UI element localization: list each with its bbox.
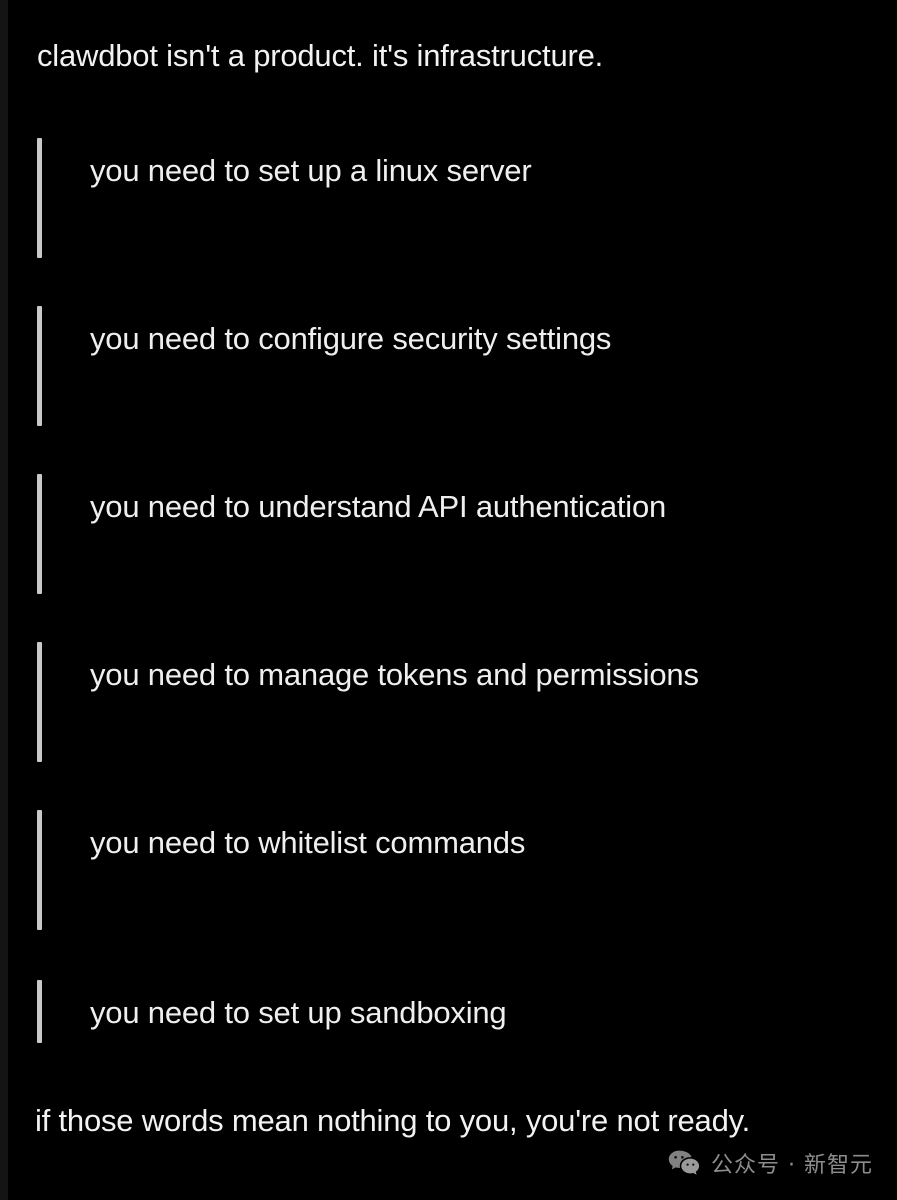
- quote-bar: [37, 810, 42, 930]
- list-item-label: you need to set up sandboxing: [90, 995, 507, 1030]
- quote-bar: [37, 306, 42, 426]
- page-title: clawdbot isn't a product. it's infrastru…: [37, 38, 604, 73]
- list-item-label: you need to manage tokens and permission…: [90, 657, 699, 692]
- list-item-label: you need to configure security settings: [90, 321, 612, 356]
- left-edge-gutter: [0, 0, 8, 1200]
- quote-bar: [37, 980, 42, 1043]
- quote-bar: [37, 138, 42, 258]
- closing-line: if those words mean nothing to you, you'…: [35, 1103, 751, 1138]
- list-item-label: you need to whitelist commands: [90, 825, 526, 860]
- watermark-label: 公众号 · 新智元: [711, 1153, 873, 1178]
- watermark: 公众号 · 新智元: [668, 1147, 873, 1179]
- quote-bar: [37, 642, 42, 762]
- wechat-icon: [668, 1149, 700, 1177]
- left-edge-divider: [8, 0, 10, 1200]
- list-item-label: you need to understand API authenticatio…: [90, 489, 667, 524]
- list-item-label: you need to set up a linux server: [90, 153, 532, 188]
- quote-bar: [37, 474, 42, 594]
